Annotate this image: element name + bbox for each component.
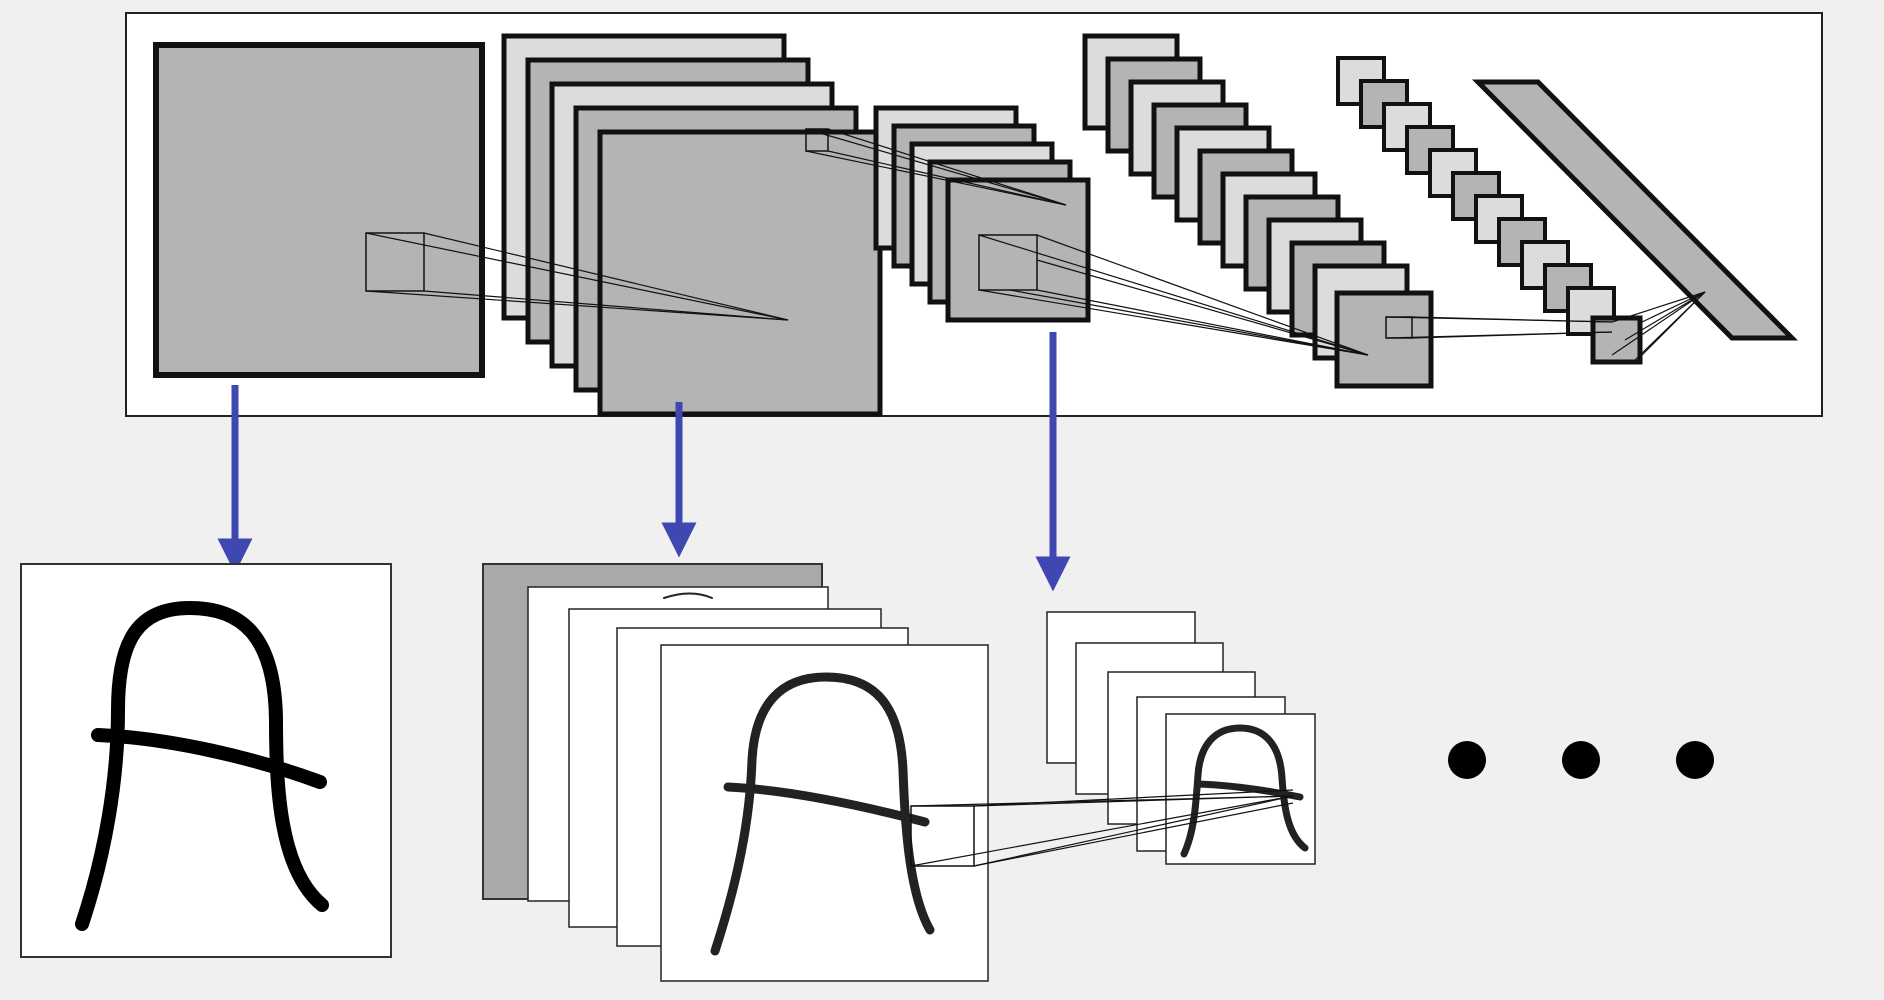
conv1-feature-maps	[501, 33, 883, 417]
viz-projection-lines	[910, 789, 1294, 867]
input-plane	[153, 42, 485, 378]
conv1-visualization	[482, 563, 989, 982]
conv3-feature-map-front	[1334, 290, 1434, 389]
input-image-panel	[20, 563, 392, 958]
ellipsis-dot	[1448, 741, 1486, 779]
fully-connected-layer	[1471, 79, 1799, 341]
conv2-visualization	[910, 611, 1316, 867]
ellipsis-dot	[1676, 741, 1714, 779]
ellipsis-dot	[1562, 741, 1600, 779]
continuation-ellipsis	[1448, 741, 1714, 779]
letter-a-drawing	[75, 601, 329, 931]
network-panel	[125, 12, 1823, 417]
conv4-feature-map-front	[1590, 315, 1643, 365]
edge-map-letter-a	[710, 672, 935, 956]
conv3-feature-maps	[1082, 33, 1434, 389]
conv2-feature-map-front	[945, 177, 1091, 323]
conv4-feature-maps	[1336, 56, 1643, 365]
edge-map-front	[660, 644, 989, 982]
conv2-receptive-field	[978, 234, 1038, 291]
input-feature-map	[153, 42, 485, 378]
input-visualization	[20, 563, 392, 958]
conv1-feature-map-front	[597, 129, 883, 417]
layer-arrows	[217, 332, 1071, 592]
small-edge-map-letter-a	[1180, 724, 1309, 858]
projection-lines	[365, 128, 1706, 361]
input-receptive-field	[365, 232, 425, 292]
edge-map-receptive-field	[910, 805, 975, 867]
conv1-receptive-field	[805, 128, 829, 152]
